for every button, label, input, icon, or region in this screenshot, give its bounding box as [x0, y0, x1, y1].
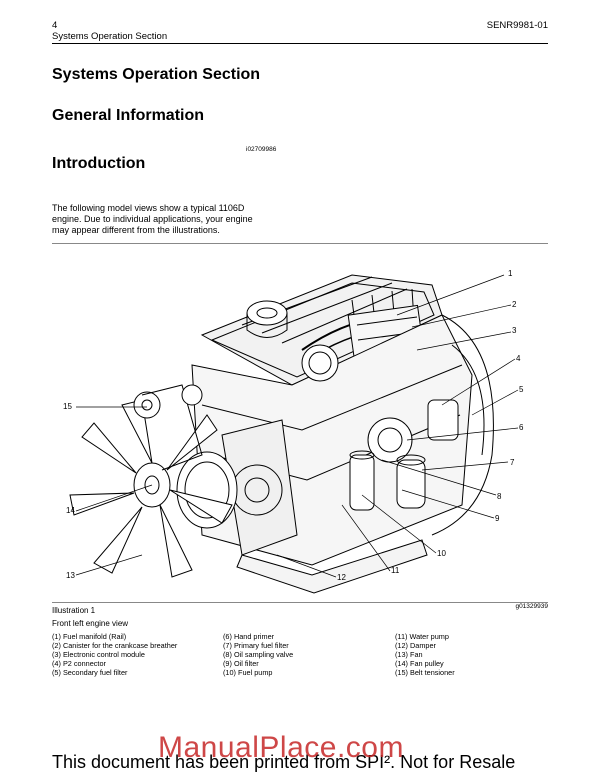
callout-10: 10 — [437, 549, 446, 558]
legend-column-3: (11) Water pump (12) Damper (13) Fan (14… — [395, 632, 455, 677]
legend-item: (2) Canister for the crankcase breather — [52, 641, 178, 651]
callout-15: 15 — [63, 402, 72, 411]
legend-item: (8) Oil sampling valve — [223, 650, 294, 660]
running-section-title: Systems Operation Section — [52, 31, 168, 42]
callout-12: 12 — [337, 573, 346, 582]
legend-item: (5) Secondary fuel filter — [52, 668, 128, 678]
general-information-heading: General Information — [52, 107, 205, 124]
legend-item: (15) Belt tensioner — [395, 668, 455, 678]
callout-11: 11 — [391, 566, 400, 575]
graphic-id: g01329939 — [515, 603, 548, 610]
callout-8: 8 — [497, 492, 502, 501]
callout-9: 9 — [495, 514, 500, 523]
figure-bottom-rule — [52, 602, 548, 603]
callout-2: 2 — [512, 300, 517, 309]
legend-column-2: (6) Hand primer (7) Primary fuel filter … — [223, 632, 293, 677]
legend-item: (1) Fuel manifold (Rail) — [52, 632, 127, 641]
callout-7: 7 — [510, 458, 515, 467]
illustration-label: Illustration 1 — [52, 606, 96, 615]
legend-item: (13) Fan — [395, 650, 423, 660]
intro-line: engine. Due to individual applications, … — [52, 214, 253, 224]
legend-item: (14) Fan pulley — [395, 659, 444, 669]
legend-column-1: (1) Fuel manifold (Rail) (2) Canister fo… — [52, 632, 177, 677]
legend-item: (7) Primary fuel filter — [223, 641, 289, 651]
legend-item: (9) Oil filter — [223, 659, 259, 669]
legend-item: (11) Water pump — [395, 632, 449, 641]
callout-3: 3 — [512, 326, 517, 335]
intro-line: may appear different from the illustrati… — [52, 225, 220, 235]
section-heading: Systems Operation Section — [52, 66, 261, 83]
callout-5: 5 — [519, 385, 524, 394]
legend-item: (12) Damper — [395, 641, 436, 651]
intro-paragraph: The following model views show a typical… — [52, 203, 282, 236]
figure-top-rule — [52, 243, 548, 244]
legend-item: (3) Electronic control module — [52, 650, 145, 660]
callout-4: 4 — [516, 354, 521, 363]
callout-13: 13 — [66, 571, 75, 580]
figure-caption: Front left engine view — [52, 619, 129, 628]
header-rule — [52, 43, 548, 44]
legend-item: (4) P2 connector — [52, 659, 106, 669]
callout-1: 1 — [508, 269, 513, 278]
document-id: SENR9981-01 — [486, 20, 548, 31]
reference-id: i02709986 — [246, 146, 277, 153]
footer-notice: This document has been printed from SPI²… — [52, 752, 516, 772]
legend-item: (6) Hand primer — [223, 632, 275, 641]
callout-14: 14 — [66, 506, 75, 515]
watermark-logo: ManualPlace.com — [158, 731, 404, 764]
intro-line: The following model views show a typical… — [52, 203, 245, 213]
introduction-heading: Introduction — [52, 155, 146, 172]
legend-item: (10) Fuel pump — [223, 668, 273, 678]
engine-illustration — [69, 274, 519, 594]
callout-6: 6 — [519, 423, 524, 432]
page-number: 4 — [52, 20, 58, 31]
